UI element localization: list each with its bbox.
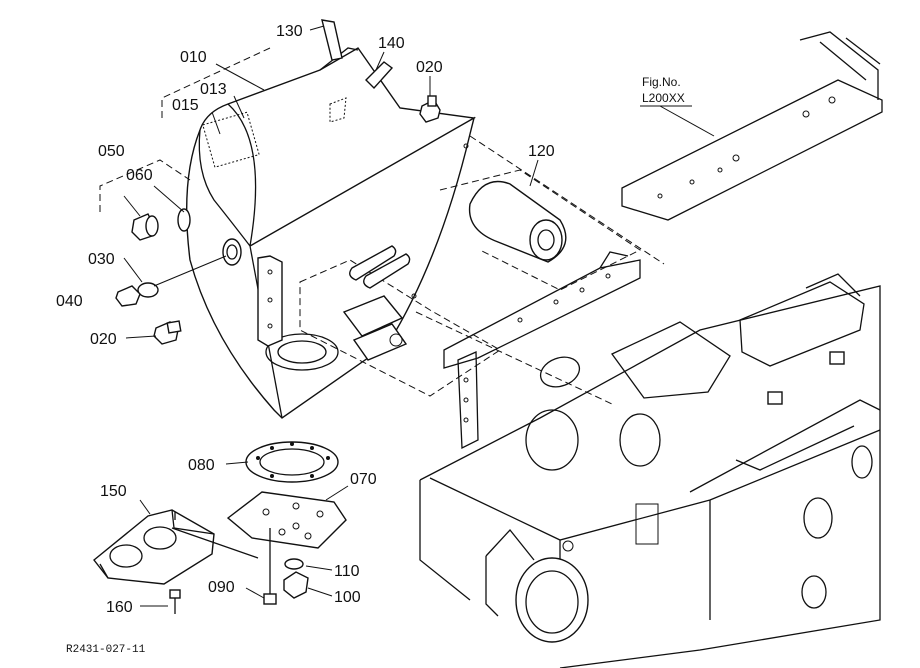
callout-080: 080 <box>188 457 215 474</box>
leader-lines <box>99 25 715 607</box>
plate-070 <box>226 491 347 549</box>
callout-100: 100 <box>334 589 361 606</box>
figure-ref-label: Fig.No. <box>642 75 681 89</box>
callout-060: 060 <box>126 167 153 184</box>
cover-150 <box>93 509 259 585</box>
callout-015: 015 <box>172 97 199 114</box>
strainer-envelope <box>439 169 641 291</box>
fuel-strainer-120 <box>468 180 567 263</box>
callout-040: 040 <box>56 293 83 310</box>
callout-140: 140 <box>378 35 405 52</box>
callout-013: 013 <box>200 81 227 98</box>
drawing-code: R2431-027-11 <box>66 644 146 656</box>
figure-ref-number: L200XX <box>642 91 685 105</box>
callout-050: 050 <box>98 143 125 160</box>
bolts-underside <box>169 512 309 614</box>
callout-090: 090 <box>208 579 235 596</box>
callout-030: 030 <box>88 251 115 268</box>
callout-070: 070 <box>350 471 377 488</box>
callout-020-left: 020 <box>90 331 117 348</box>
callout-labels: 130 140 010 013 015 020 050 060 120 030 … <box>56 23 692 656</box>
callout-020-top: 020 <box>416 59 443 76</box>
callout-010: 010 <box>180 49 207 66</box>
fuel-tank <box>185 47 477 419</box>
callout-160: 160 <box>106 599 133 616</box>
gasket-080 <box>245 441 339 483</box>
callout-150: 150 <box>100 483 127 500</box>
fuel-pipes <box>342 245 411 361</box>
callout-120: 120 <box>528 143 555 160</box>
frame-assembly <box>419 31 883 668</box>
callout-110: 110 <box>334 563 360 580</box>
filler-cap-parts <box>115 19 441 345</box>
callout-130: 130 <box>276 23 303 40</box>
